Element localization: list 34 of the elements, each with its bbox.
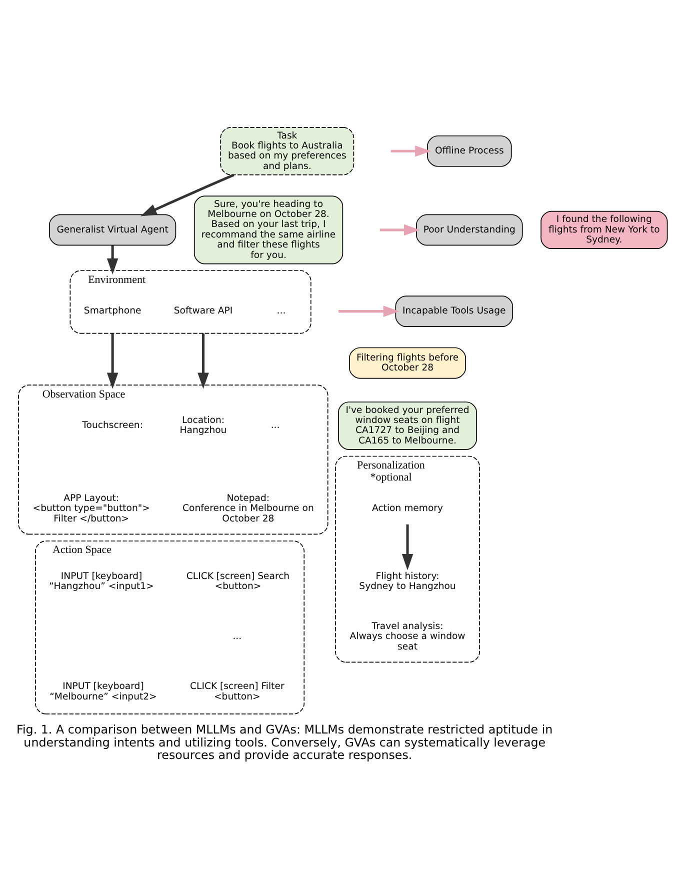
node-text: Notepad: Conference in Melbourne on October 28 xyxy=(182,492,314,524)
node-box: I've booked your preferred window seats on flight CA1727 to Beijing and CA165 to Melbourne. xyxy=(338,401,478,450)
node-text: INPUT [keyboard] “Melbourne” <input2> xyxy=(50,680,157,702)
arrow xyxy=(402,524,414,570)
node-box: I found the following flights from New York to Sydney. xyxy=(540,210,668,249)
arrow xyxy=(140,173,234,216)
arrow xyxy=(380,224,420,236)
node-box: Poor Understanding xyxy=(416,214,523,246)
node-text: Action memory xyxy=(372,502,444,514)
node-text: Flight history: Sydney to Hangzhou xyxy=(359,570,456,592)
node-text: ... xyxy=(270,420,280,431)
arrow xyxy=(198,332,209,388)
caption: Fig. 1. A comparison between MLLMs and GVAs: MLLMs demonstrate restricted aptitude in understanding intents and utilizing tools. Conversely, GVAs can systematically leverage resources and provide accurate responses. xyxy=(16,722,553,762)
node-box: Offline Process xyxy=(427,134,512,166)
node-box: Task Book flights to Australia based on my preferences and plans. xyxy=(220,126,354,175)
node-text: Touchscreen: xyxy=(82,420,143,431)
node-box: Sure, you're heading to Melbourne on October 28. Based on your last trip, I recommand the same airline and filter these flights for you. xyxy=(194,195,344,264)
node-text: CLICK [screen] Search <button> xyxy=(186,570,290,592)
node-box: Generalist Virtual Agent xyxy=(49,214,176,246)
arrow xyxy=(338,305,400,316)
node-text: ... xyxy=(276,305,286,316)
node-text: APP Layout: <button type="button"> Filter </button> xyxy=(32,492,150,524)
node-box: Incapable Tools Usage xyxy=(395,295,514,326)
node-text: ... xyxy=(232,630,242,642)
node-text: CLICK [screen] Filter <button> xyxy=(190,680,284,702)
node-box: Filtering flights before October 28 xyxy=(349,346,466,378)
node-text: INPUT [keyboard] “Hangzhou” <input1> xyxy=(49,570,154,592)
node-text: Software API xyxy=(174,305,233,316)
arrow xyxy=(106,332,118,388)
arrow xyxy=(390,144,432,156)
node-text: Smartphone xyxy=(84,305,142,316)
node-text: Travel analysis: Always choose a window seat xyxy=(350,620,466,652)
node-text: Location: Hangzhou xyxy=(180,414,227,436)
arrow xyxy=(106,244,118,274)
